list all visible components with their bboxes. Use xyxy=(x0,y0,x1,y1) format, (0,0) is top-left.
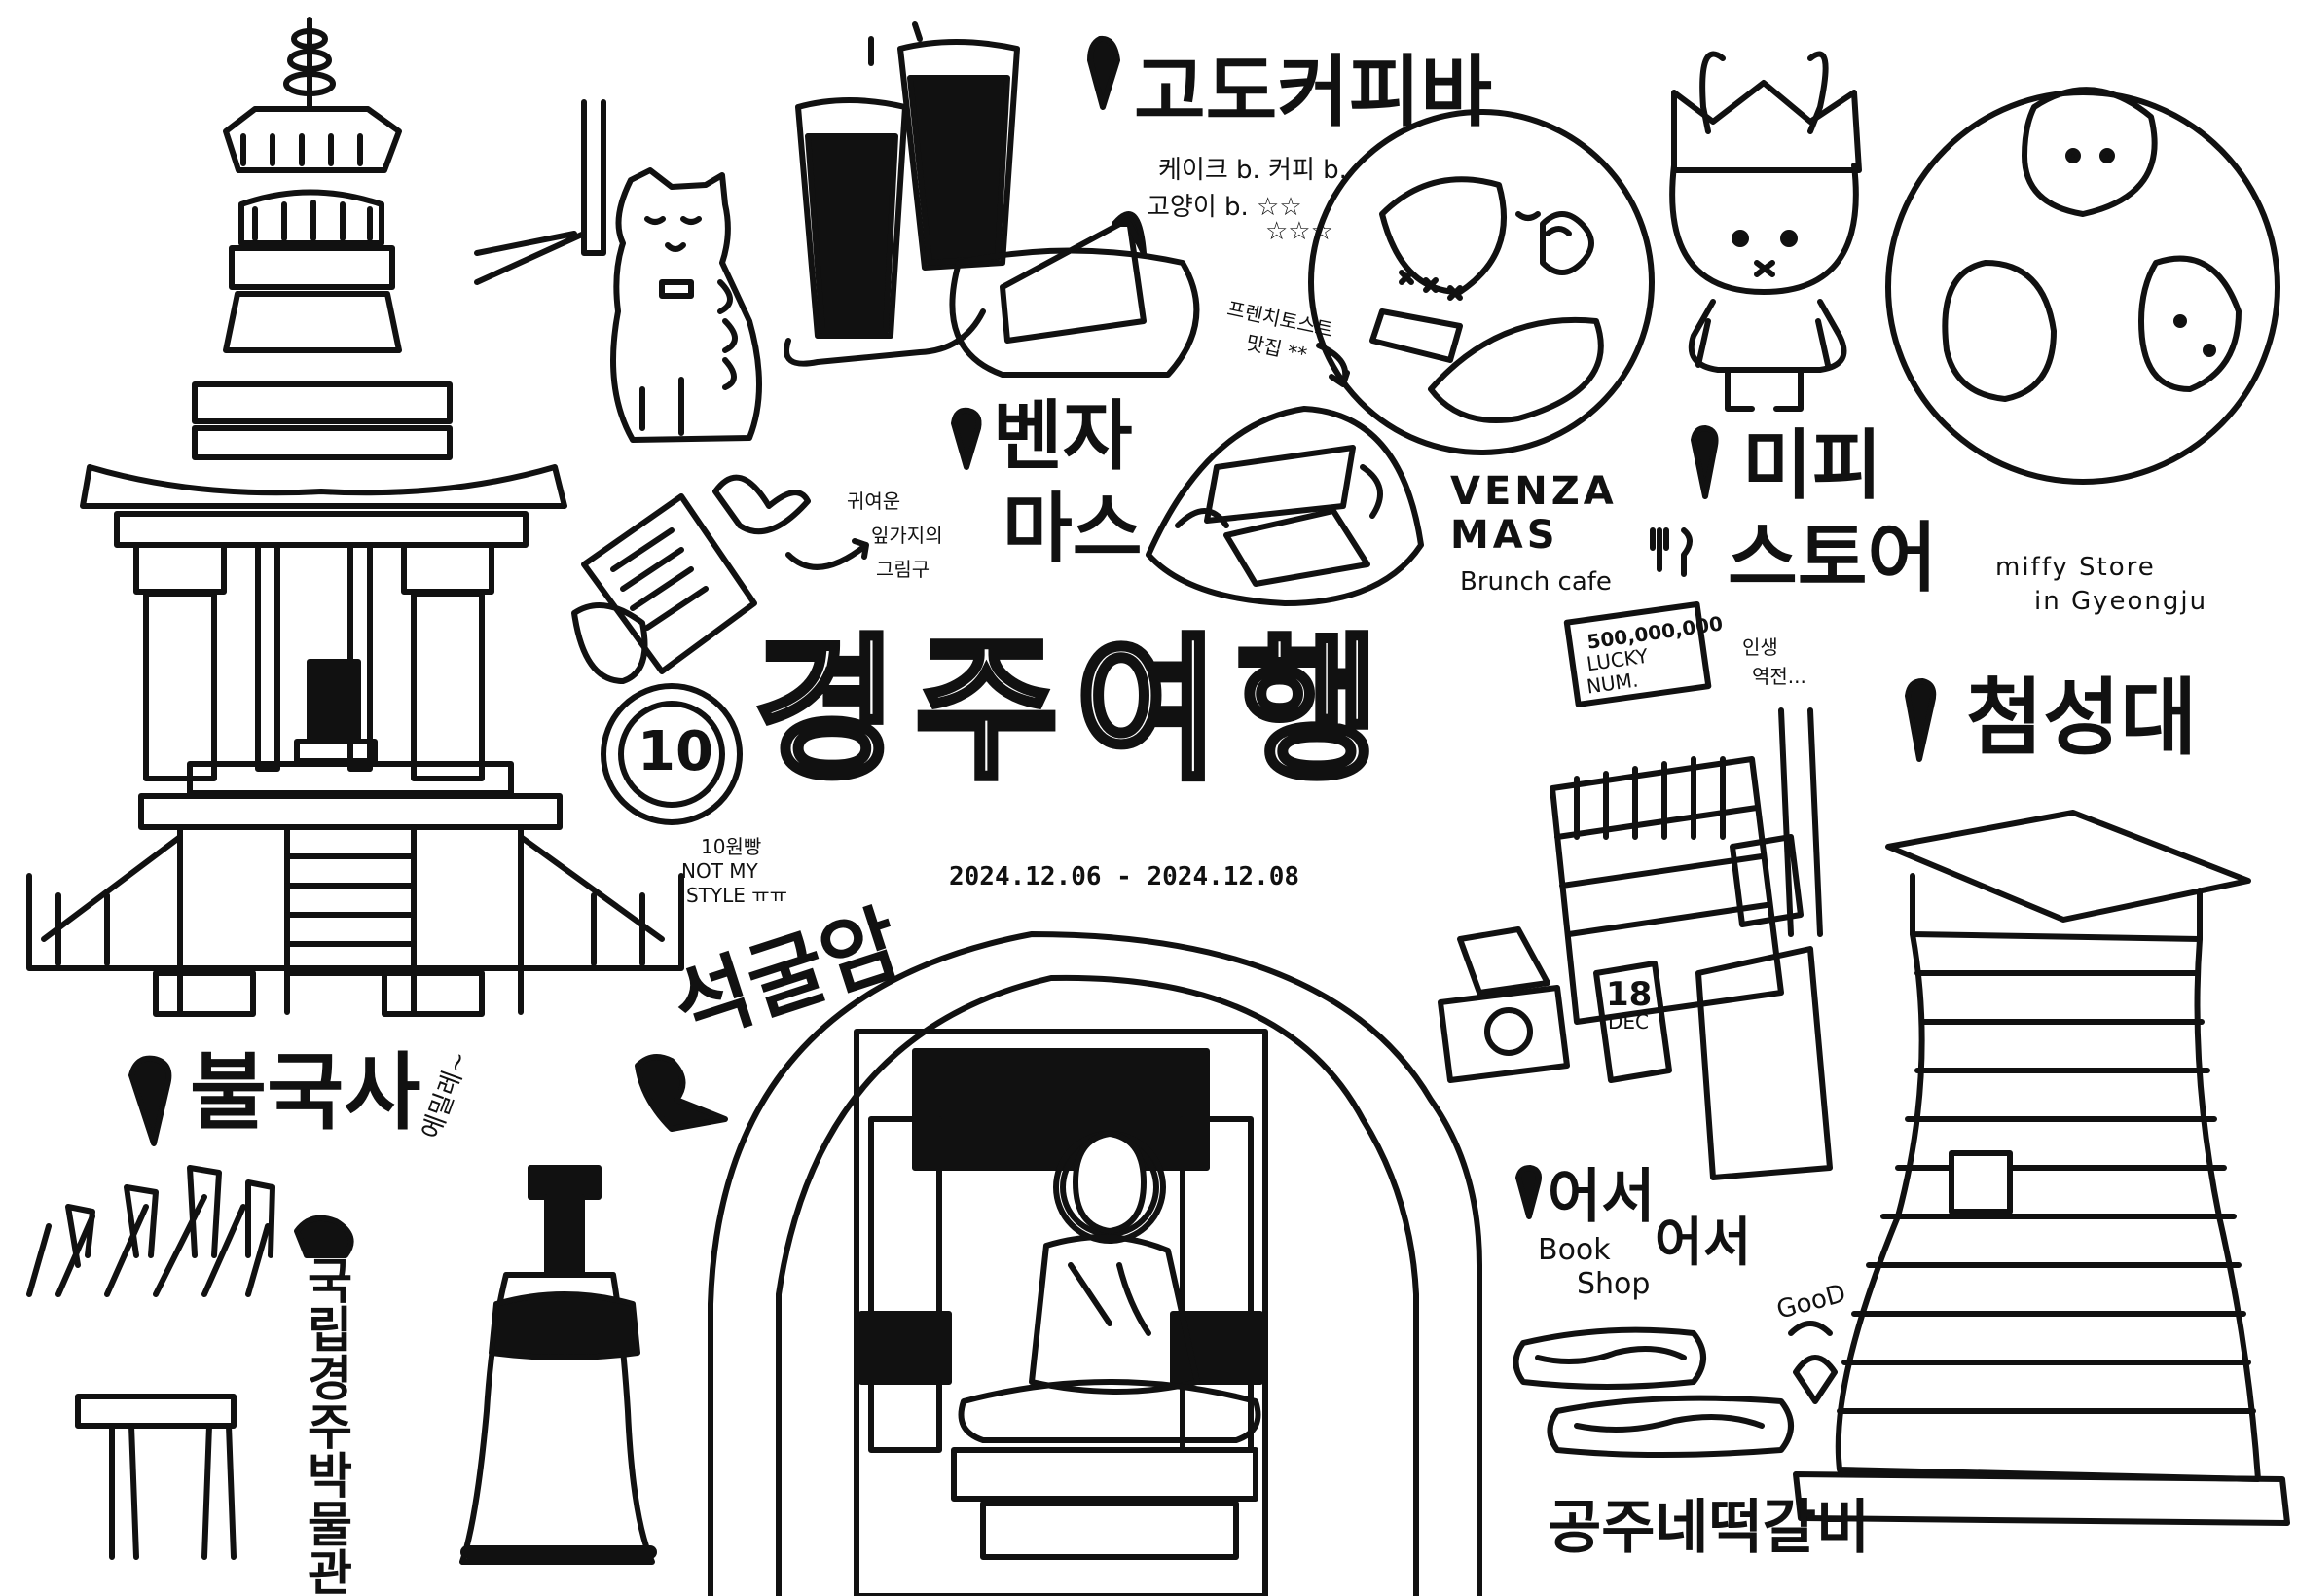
trip-dates: 2024.12.06 - 2024.12.08 xyxy=(949,862,1300,891)
coin-value: 10 xyxy=(638,720,713,783)
miffy-drawing xyxy=(1669,51,1862,412)
miffy-store-latin-line2: in Gyeongju xyxy=(2034,587,2208,616)
eoseo-label: 어서 xyxy=(1548,1163,1656,1231)
godo-note-2: 고양이 b. ☆☆ xyxy=(1147,193,1302,222)
cookie-drawing xyxy=(571,474,869,684)
bulguksa-label: 불국사 xyxy=(190,1044,421,1142)
cat-window-drawing xyxy=(474,99,762,443)
coin-note-line3: STYLE ㅠㅠ xyxy=(686,884,788,907)
miffy-store-label-line2: 스토어 xyxy=(1728,515,1938,602)
miffy-plate-drawing xyxy=(1885,87,2280,485)
godo-pin-icon xyxy=(1087,35,1120,110)
iced-coffee-drawing xyxy=(784,21,1020,367)
eoseo-latin-line1: Book xyxy=(1538,1233,1611,1267)
godo-note-3: ☆☆☆ xyxy=(1265,217,1333,246)
venzamas-pin-icon xyxy=(951,407,982,470)
venzamas-latin-line1: VENZA xyxy=(1450,469,1618,514)
lotto-note-line1: 인생 xyxy=(1742,635,1778,659)
seokguram-drawing xyxy=(708,931,1482,1596)
eoseo-latin-line2: Shop xyxy=(1577,1267,1651,1301)
cheomseongdae-drawing xyxy=(1793,810,2290,1526)
tteokgalbi-drawing xyxy=(1513,1326,1794,1458)
calendar-day: 18 xyxy=(1606,975,1653,1014)
venzamas-latin-line2: MAS xyxy=(1450,513,1559,558)
museum-pin-icon xyxy=(294,1215,354,1258)
gold-crown-drawing xyxy=(26,1165,275,1560)
brunch-plate-drawing xyxy=(1308,109,1655,455)
cheesecake-drawing xyxy=(949,211,1200,378)
cute-note-line3: 그림구 xyxy=(876,558,930,581)
gongju-tteokgalbi-label: 공주네떡갈비 xyxy=(1548,1494,1871,1562)
miffy-store-latin-line1: miffy Store xyxy=(1995,553,2156,582)
eoseo-pin-icon xyxy=(1515,1165,1542,1219)
emille-bell-drawing xyxy=(459,1165,657,1565)
eoseo-script: 어서 xyxy=(1655,1212,1752,1273)
venzamas-label-line2: 마스 xyxy=(1003,486,1143,573)
venzamas-label-line1: 벤자 xyxy=(993,393,1133,481)
coin-drawing xyxy=(601,683,743,825)
museum-label: 국립경주박물관 xyxy=(298,1255,354,1596)
coin-note-line1: 10원빵 xyxy=(701,835,762,858)
lotto-ticket-drawing xyxy=(1563,600,1712,707)
thumbs-up-icon xyxy=(1788,1321,1838,1404)
venzamas-arrow xyxy=(1316,343,1350,387)
seokguram-pin-icon xyxy=(635,1054,728,1132)
miffy-pin-icon xyxy=(1691,425,1719,499)
trip-title: 경주여행 xyxy=(751,619,1398,801)
lotto-note-line2: 역전... xyxy=(1752,665,1806,688)
venzamas-subtitle: Brunch cafe xyxy=(1460,567,1612,597)
dabotap-pagoda-drawing xyxy=(26,17,684,1017)
coin-note-line2: NOT MY xyxy=(681,859,758,883)
cheomseongdae-pin-icon xyxy=(1905,678,1937,762)
godo-coffee-bar-label: 고도커피바 xyxy=(1134,47,1492,137)
cheomseongdae-label: 첨성대 xyxy=(1966,670,2198,767)
miffy-store-label-line1: 미피 xyxy=(1742,422,1882,510)
bookshop-interior-drawing xyxy=(1438,707,1833,1180)
bulguksa-pin-icon xyxy=(128,1055,172,1146)
calendar-month: DEC xyxy=(1608,1010,1650,1034)
godo-note-1: 케이크 b. 커피 b. xyxy=(1158,156,1347,185)
cutlery-icon xyxy=(1650,527,1693,577)
cute-note-line1: 귀여운 xyxy=(847,490,901,513)
cute-note-line2: 잎가지의 xyxy=(871,524,943,547)
french-toast-drawing xyxy=(1146,406,1424,606)
